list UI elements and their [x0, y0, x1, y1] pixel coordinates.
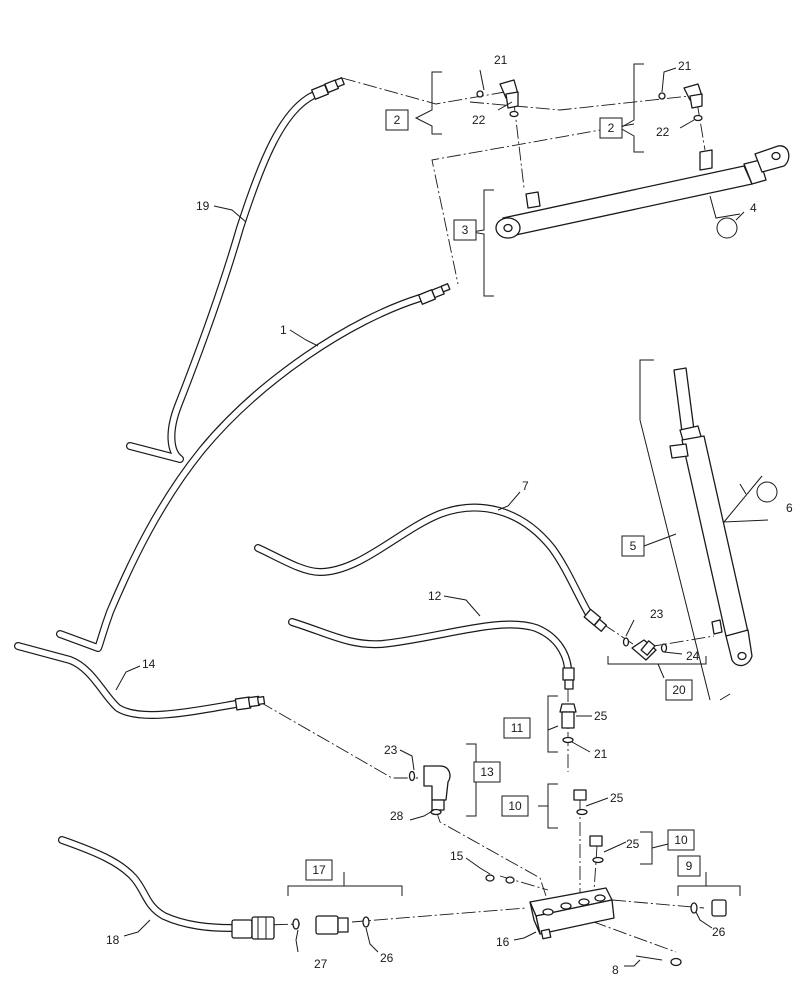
center-lines	[229, 77, 715, 953]
svg-text:11: 11	[511, 721, 524, 735]
hose-18	[58, 836, 275, 940]
label-21-top-left: 21	[494, 53, 508, 67]
callout-10-left[interactable]: 10	[501, 795, 529, 817]
label-7: 7	[522, 479, 529, 493]
callout-2-right[interactable]: 2	[599, 117, 623, 139]
label-18: 18	[106, 933, 120, 947]
callout-10-right[interactable]: 10	[667, 829, 695, 851]
part-number-labels: 19 1 21 22 21 22 4 7 6 12 23 24 14 25 21…	[106, 53, 793, 977]
callout-11[interactable]: 11	[503, 717, 531, 739]
svg-text:2: 2	[608, 121, 615, 135]
label-22-top-left: 22	[472, 113, 486, 127]
svg-text:10: 10	[674, 833, 688, 847]
label-27: 27	[314, 957, 328, 971]
adapter-11	[559, 703, 577, 744]
elbow-fitting-13	[408, 765, 451, 816]
label-6: 6	[786, 501, 793, 515]
manifold-block-16	[529, 887, 615, 940]
elbow-fitting-20	[622, 637, 668, 661]
hose-7	[254, 503, 608, 632]
label-19: 19	[196, 199, 210, 213]
boxed-callouts: 2 2 3 5 20 11 13 10	[305, 109, 701, 881]
hose-14	[14, 642, 266, 719]
callout-9[interactable]: 9	[677, 855, 701, 877]
hose-12	[288, 618, 575, 690]
leader-lines	[115, 67, 745, 967]
callout-5[interactable]: 5	[621, 535, 645, 557]
label-1: 1	[280, 323, 287, 337]
svg-text:5: 5	[630, 539, 637, 553]
svg-text:20: 20	[672, 683, 686, 697]
callout-3[interactable]: 3	[453, 219, 477, 241]
label-22-top-right: 22	[656, 125, 670, 139]
callout-13[interactable]: 13	[473, 761, 501, 783]
hose-1	[56, 283, 451, 652]
cylinder-3	[495, 145, 790, 239]
label-25-upper: 25	[594, 709, 608, 723]
svg-text:17: 17	[312, 863, 326, 877]
hose-19	[126, 77, 345, 463]
label-14: 14	[142, 657, 156, 671]
label-25-lower: 25	[626, 837, 640, 851]
label-23-upper: 23	[650, 607, 664, 621]
cylinder-5	[669, 367, 753, 667]
svg-text:13: 13	[480, 765, 494, 779]
callout-17[interactable]: 17	[305, 859, 333, 881]
label-25-mid: 25	[610, 791, 624, 805]
callout-20[interactable]: 20	[665, 679, 693, 701]
label-8: 8	[612, 963, 619, 977]
svg-text:10: 10	[508, 799, 522, 813]
label-26-left: 26	[380, 951, 394, 965]
svg-text:3: 3	[462, 223, 469, 237]
label-4: 4	[750, 201, 757, 215]
label-21-top-right: 21	[678, 59, 692, 73]
label-23-lower: 23	[384, 743, 398, 757]
label-26-right: 26	[712, 925, 726, 939]
callout-2-left[interactable]: 2	[385, 109, 409, 131]
elbow-fitting-top-right	[658, 83, 703, 122]
label-15: 15	[450, 849, 464, 863]
reference-circles	[716, 217, 778, 503]
label-28: 28	[390, 809, 404, 823]
fittings-10	[573, 789, 604, 864]
svg-text:9: 9	[686, 859, 693, 873]
label-21-mid: 21	[594, 747, 608, 761]
label-16: 16	[496, 935, 510, 949]
label-12: 12	[428, 589, 442, 603]
label-24: 24	[686, 649, 700, 663]
svg-text:2: 2	[394, 113, 401, 127]
small-parts	[292, 874, 727, 967]
brackets	[287, 63, 769, 896]
